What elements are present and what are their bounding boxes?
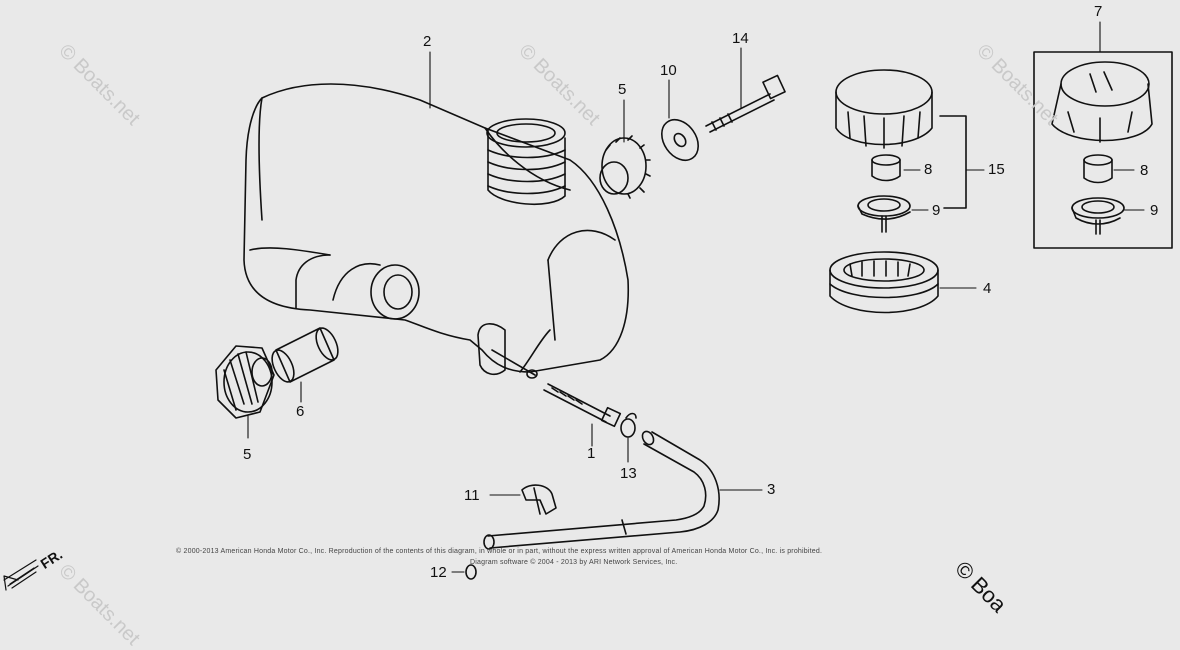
bolt-1 (543, 383, 622, 428)
cap-7 (1051, 61, 1153, 143)
valve-9-right (1071, 197, 1125, 235)
parts-diagram (3, 21, 1173, 591)
callout-1: 1 (587, 445, 596, 462)
callout-8-right: 8 (1140, 162, 1149, 179)
callout-2: 2 (423, 33, 432, 50)
filler-cap-15 (835, 69, 933, 149)
valve-9-left (857, 195, 911, 233)
sleeve-6 (271, 327, 339, 383)
fuel-tank (243, 83, 630, 379)
gasket-8-right (1083, 154, 1113, 184)
ring-12 (465, 564, 477, 580)
callout-5-upper: 5 (618, 81, 627, 98)
front-arrow-icon (3, 559, 39, 591)
callout-3: 3 (767, 481, 776, 498)
callout-9-left: 9 (932, 202, 941, 219)
callout-13: 13 (620, 465, 637, 482)
washer-10 (661, 118, 699, 162)
callout-8-left: 8 (924, 161, 933, 178)
gasket-8-left (871, 154, 901, 182)
fuel-hose-3 (483, 430, 720, 550)
callout-5-lower: 5 (243, 446, 252, 463)
callout-10: 10 (660, 62, 677, 79)
bracket-15 (939, 115, 967, 209)
grommet-5-upper (599, 135, 651, 199)
callout-14: 14 (732, 30, 749, 47)
callout-7: 7 (1094, 3, 1103, 20)
callout-11: 11 (464, 487, 480, 504)
clamp-11 (521, 484, 557, 515)
cap-assembly-box-7 (1033, 51, 1173, 249)
callout-9-right: 9 (1150, 202, 1159, 219)
callout-12: 12 (430, 564, 447, 581)
callout-4: 4 (983, 280, 992, 297)
callout-6: 6 (296, 403, 305, 420)
callout-15: 15 (988, 161, 1005, 178)
bolt-14 (705, 74, 786, 133)
copyright-line-2: Diagram software © 2004 - 2013 by ARI Ne… (470, 559, 678, 566)
clip-13 (620, 412, 637, 438)
leader-lines (247, 21, 1145, 573)
copyright-line-1: © 2000-2013 American Honda Motor Co., In… (176, 548, 823, 555)
grommet-5-lower (215, 345, 275, 419)
ring-4 (829, 251, 939, 314)
